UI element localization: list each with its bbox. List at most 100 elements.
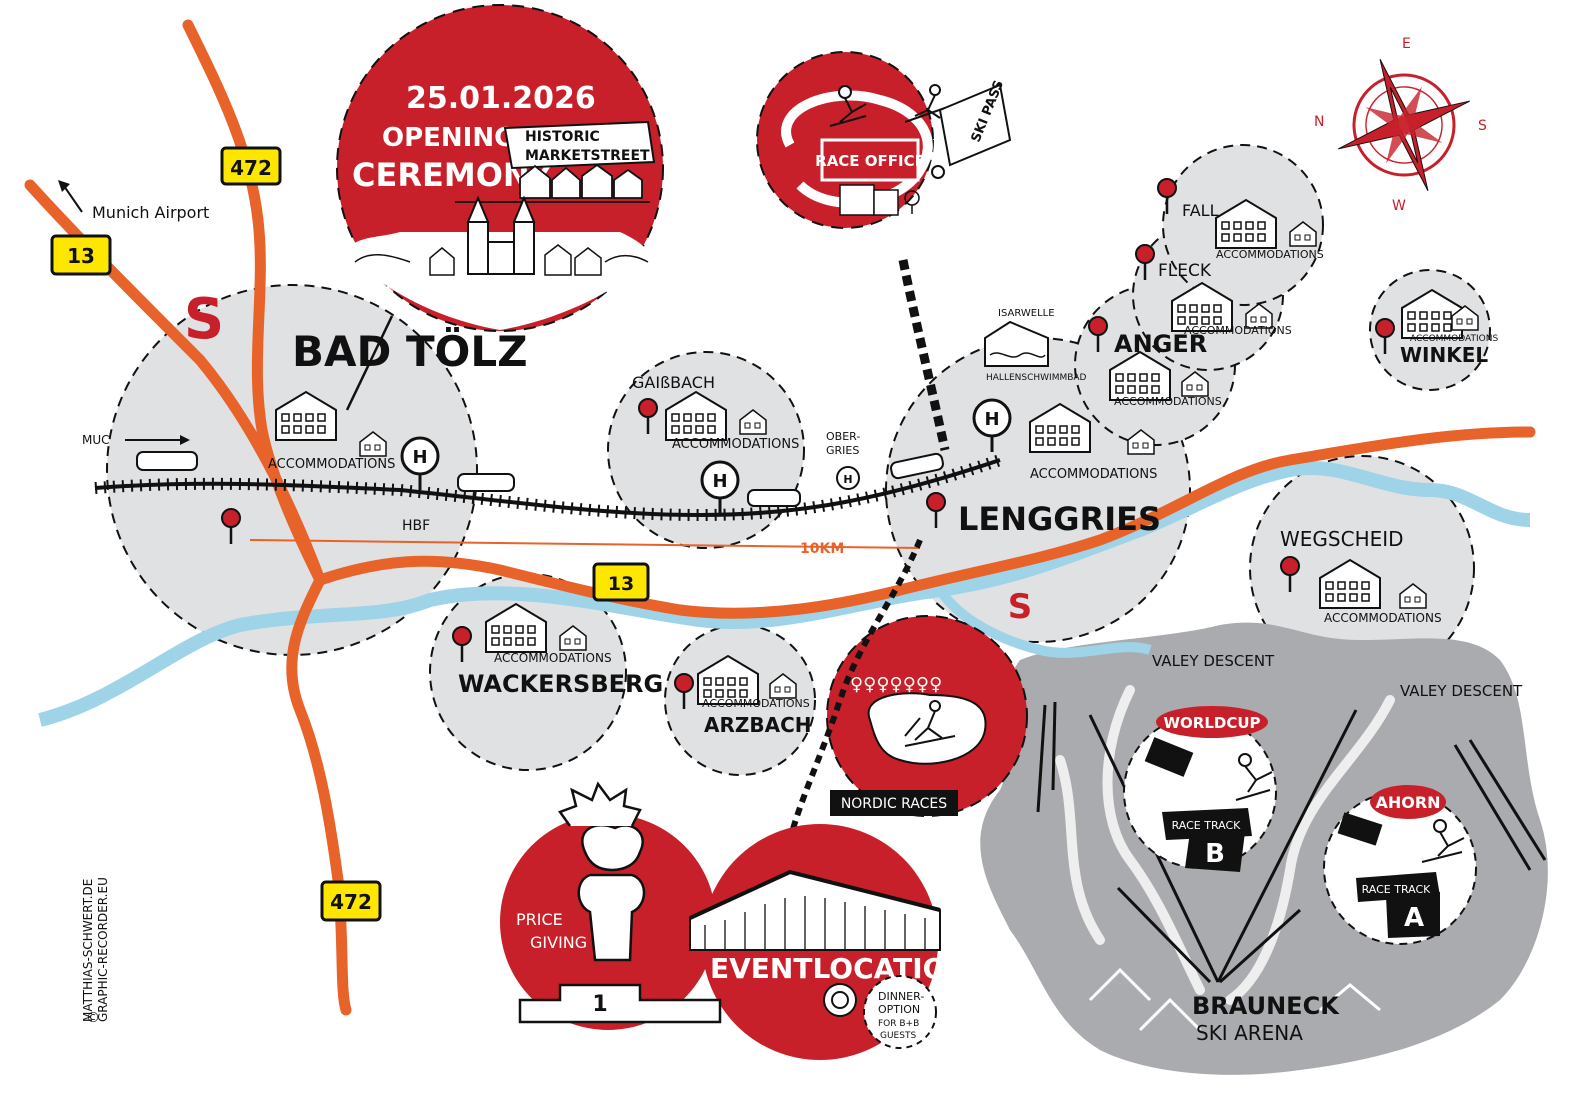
svg-text:ACCOMMODATIONS: ACCOMMODATIONS <box>1184 324 1292 337</box>
skier-icon <box>829 84 946 127</box>
svg-text:13: 13 <box>67 244 95 268</box>
svg-text:S: S <box>184 287 224 352</box>
svg-text:ISARWELLE: ISARWELLE <box>998 308 1055 319</box>
fleck: FLECK ACCOMMODATIONS <box>1134 243 1292 337</box>
svg-text:AHORN: AHORN <box>1375 793 1440 812</box>
svg-text:ACCOMMODATIONS: ACCOMMODATIONS <box>1216 248 1324 261</box>
svg-text:ACCOMMODATIONS: ACCOMMODATIONS <box>672 437 799 452</box>
svg-text:ANGER: ANGER <box>1114 330 1207 358</box>
svg-text:H: H <box>712 471 727 492</box>
svg-text:PRICE: PRICE <box>516 910 563 929</box>
ski-pass-tag: SKI PASS <box>931 78 1012 179</box>
munich-airport-label: Munich Airport <box>58 180 209 222</box>
svg-text:H: H <box>412 447 427 468</box>
trophy-icon <box>558 781 646 962</box>
svg-text:GRIES: GRIES <box>826 444 859 457</box>
road-sign-472-bottom: 472 <box>320 880 382 922</box>
svg-text:W: W <box>1392 198 1406 214</box>
svg-text:FLECK: FLECK <box>1158 261 1212 281</box>
podium-icon <box>518 983 722 1024</box>
svg-text:FALL: FALL <box>1182 201 1219 220</box>
nordic-skier-icon <box>904 700 956 747</box>
sparkasse-logo-icon: S S <box>184 287 1032 627</box>
svg-text:10KM: 10KM <box>800 541 844 557</box>
lenggries: H ACCOMMODATIONS LENGGRIES ISARWELLE HAL… <box>898 259 1161 538</box>
checkered-flag-icon <box>1144 737 1383 846</box>
svg-text:OPENING: OPENING <box>382 123 515 153</box>
svg-text:VALEY DESCENT: VALEY DESCENT <box>1400 682 1523 700</box>
svg-text:ACCOMMODATIONS: ACCOMMODATIONS <box>702 697 810 710</box>
brauneck-ski-arena: WORLDCUP AHORN RACE TRACK B RACE TRACK A <box>1036 652 1547 1045</box>
svg-text:WINKEL: WINKEL <box>1400 343 1488 367</box>
nordic-races: ♀♀♀♀♀♀♀ NORDIC RACES <box>787 538 1028 841</box>
svg-text:E: E <box>1402 36 1411 52</box>
svg-text:GIVING: GIVING <box>530 933 587 952</box>
bad-toelz: BAD TÖLZ ACCOMMODATIONS H HBF <box>220 315 528 546</box>
svg-text:1: 1 <box>592 992 607 1017</box>
svg-text:BAD TÖLZ: BAD TÖLZ <box>292 326 528 376</box>
copyright: © <box>86 1010 100 1026</box>
svg-text:OBER-: OBER- <box>826 430 860 443</box>
svg-text:SKI ARENA: SKI ARENA <box>1196 1021 1303 1045</box>
road-sign-472-top: 472 <box>220 146 282 186</box>
town-zones <box>106 144 1491 776</box>
ski-area <box>980 622 1548 1075</box>
svg-text:GUESTS: GUESTS <box>880 1031 916 1041</box>
svg-text:LENGGRIES: LENGGRIES <box>958 500 1161 538</box>
muc-arrow: MUC <box>82 433 190 447</box>
svg-text:ACCOMMODATIONS: ACCOMMODATIONS <box>1324 611 1442 625</box>
town-houses <box>354 244 649 276</box>
wegscheid: WEGSCHEID ACCOMMODATIONS <box>1279 527 1442 625</box>
distance-line: 10KM <box>249 539 921 557</box>
svg-text:RACE TRACK: RACE TRACK <box>1362 883 1432 896</box>
svg-text:H: H <box>843 473 852 486</box>
race-office: RACE OFFICE SKI PASS <box>756 51 1012 229</box>
church-icon <box>466 195 536 275</box>
svg-text:ACCOMMODATIONS: ACCOMMODATIONS <box>1114 395 1222 408</box>
dinner-plate-icon <box>823 983 857 1017</box>
train <box>136 451 944 507</box>
svg-text:S: S <box>1478 118 1487 134</box>
worldcup-badge: WORLDCUP <box>1156 706 1268 738</box>
svg-text:ACCOMMODATIONS: ACCOMMODATIONS <box>494 651 612 665</box>
svg-text:ACCOMMODATIONS: ACCOMMODATIONS <box>1410 334 1498 344</box>
svg-text:WACKERSBERG: WACKERSBERG <box>458 670 663 698</box>
svg-text:HALLENSCHWIMMBAD: HALLENSCHWIMMBAD <box>986 373 1087 383</box>
race-track-a: RACE TRACK A <box>1356 872 1440 938</box>
anger: ANGER ACCOMMODATIONS <box>1087 315 1222 408</box>
svg-text:FOR B+B: FOR B+B <box>878 1019 919 1029</box>
svg-text:MUC: MUC <box>82 433 110 447</box>
svg-text:RACE TRACK: RACE TRACK <box>1172 819 1242 832</box>
svg-text:VALEY DESCENT: VALEY DESCENT <box>1152 652 1275 670</box>
historic-marketstreet: HISTORIC MARKETSTREET <box>503 120 656 170</box>
road-sign-13-mid: 13 <box>592 562 650 602</box>
svg-text:N: N <box>1314 114 1324 130</box>
railway <box>94 454 1002 522</box>
svg-text:A: A <box>1404 903 1424 933</box>
svg-text:HISTORIC: HISTORIC <box>525 129 600 145</box>
road-13-east <box>314 426 1536 619</box>
svg-text:NORDIC RACES: NORDIC RACES <box>841 796 947 812</box>
fall: FALL ACCOMMODATIONS <box>1156 177 1324 261</box>
svg-text:RACE OFFICE: RACE OFFICE <box>815 152 925 170</box>
svg-text:S: S <box>1008 587 1033 627</box>
dinner-option: DINNER- OPTION FOR B+B GUESTS <box>863 975 937 1049</box>
opening-ceremony: 25.01.2026 OPENING CEREMONY HISTORIC MAR… <box>336 4 664 332</box>
race-track-b: RACE TRACK B <box>1162 808 1252 872</box>
wackersberg: ACCOMMODATIONS WACKERSBERG <box>451 603 663 698</box>
spectators: ♀♀♀♀♀♀♀ <box>850 674 942 695</box>
svg-text:WEGSCHEID: WEGSCHEID <box>1280 527 1404 551</box>
winkel: ACCOMMODATIONS WINKEL <box>1374 289 1498 367</box>
svg-text:MATTHIAS-SCHWERT.DE: MATTHIAS-SCHWERT.DE <box>81 879 95 1022</box>
river-branch <box>935 587 1152 658</box>
path-race-office <box>898 259 950 451</box>
market-houses <box>455 163 650 203</box>
svg-text:GAIßBACH: GAIßBACH <box>632 373 715 392</box>
svg-text:Munich Airport: Munich Airport <box>92 203 209 222</box>
svg-text:GRAPHIC-RECORDER.EU: GRAPHIC-RECORDER.EU <box>96 877 110 1022</box>
credit: MATTHIAS-SCHWERT.DE GRAPHIC-RECORDER.EU <box>81 877 110 1022</box>
compass-labels: N E S W <box>1314 36 1487 214</box>
event-hall-icon <box>689 869 941 951</box>
svg-text:DINNER-: DINNER- <box>878 990 924 1003</box>
